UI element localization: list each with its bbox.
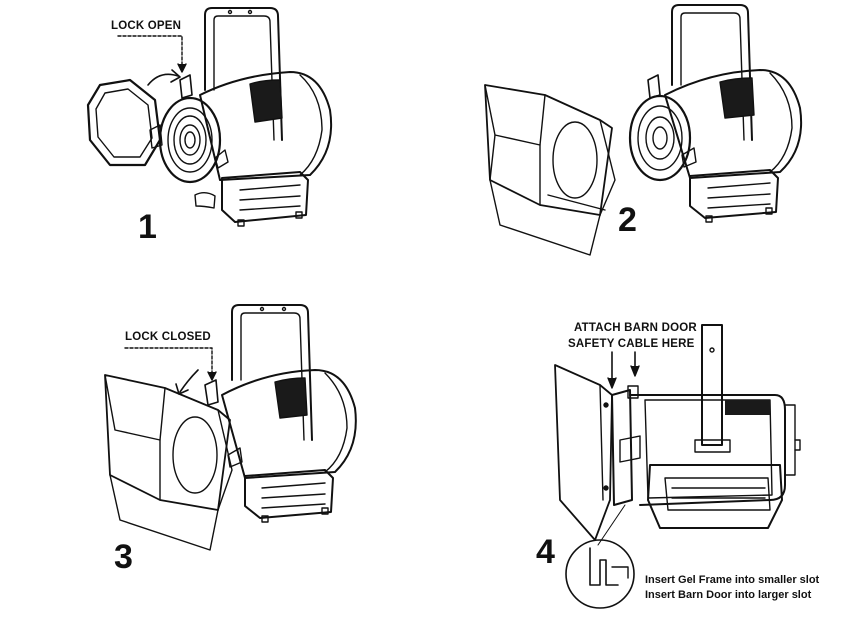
step-number-4: 4	[536, 533, 555, 571]
lock-open-label: LOCK OPEN	[111, 20, 182, 32]
panel-3-fixture	[104, 304, 357, 551]
barn-door-note: Insert Barn Door into larger slot	[645, 589, 812, 601]
safety-cable-callout-line1: ATTACH BARN DOOR	[574, 322, 697, 334]
gel-frame-note: Insert Gel Frame into smaller slot	[645, 574, 820, 586]
safety-cable-callout-line2: SAFETY CABLE HERE	[568, 338, 695, 350]
panel-1-fixture	[86, 7, 333, 227]
panel-4-fixture	[554, 324, 801, 609]
step-number-2: 2	[618, 201, 637, 239]
step-number-3: 3	[114, 538, 133, 576]
lock-closed-label: LOCK CLOSED	[125, 331, 211, 343]
step-number-1: 1	[138, 208, 157, 246]
panel-2-fixture	[484, 4, 803, 256]
